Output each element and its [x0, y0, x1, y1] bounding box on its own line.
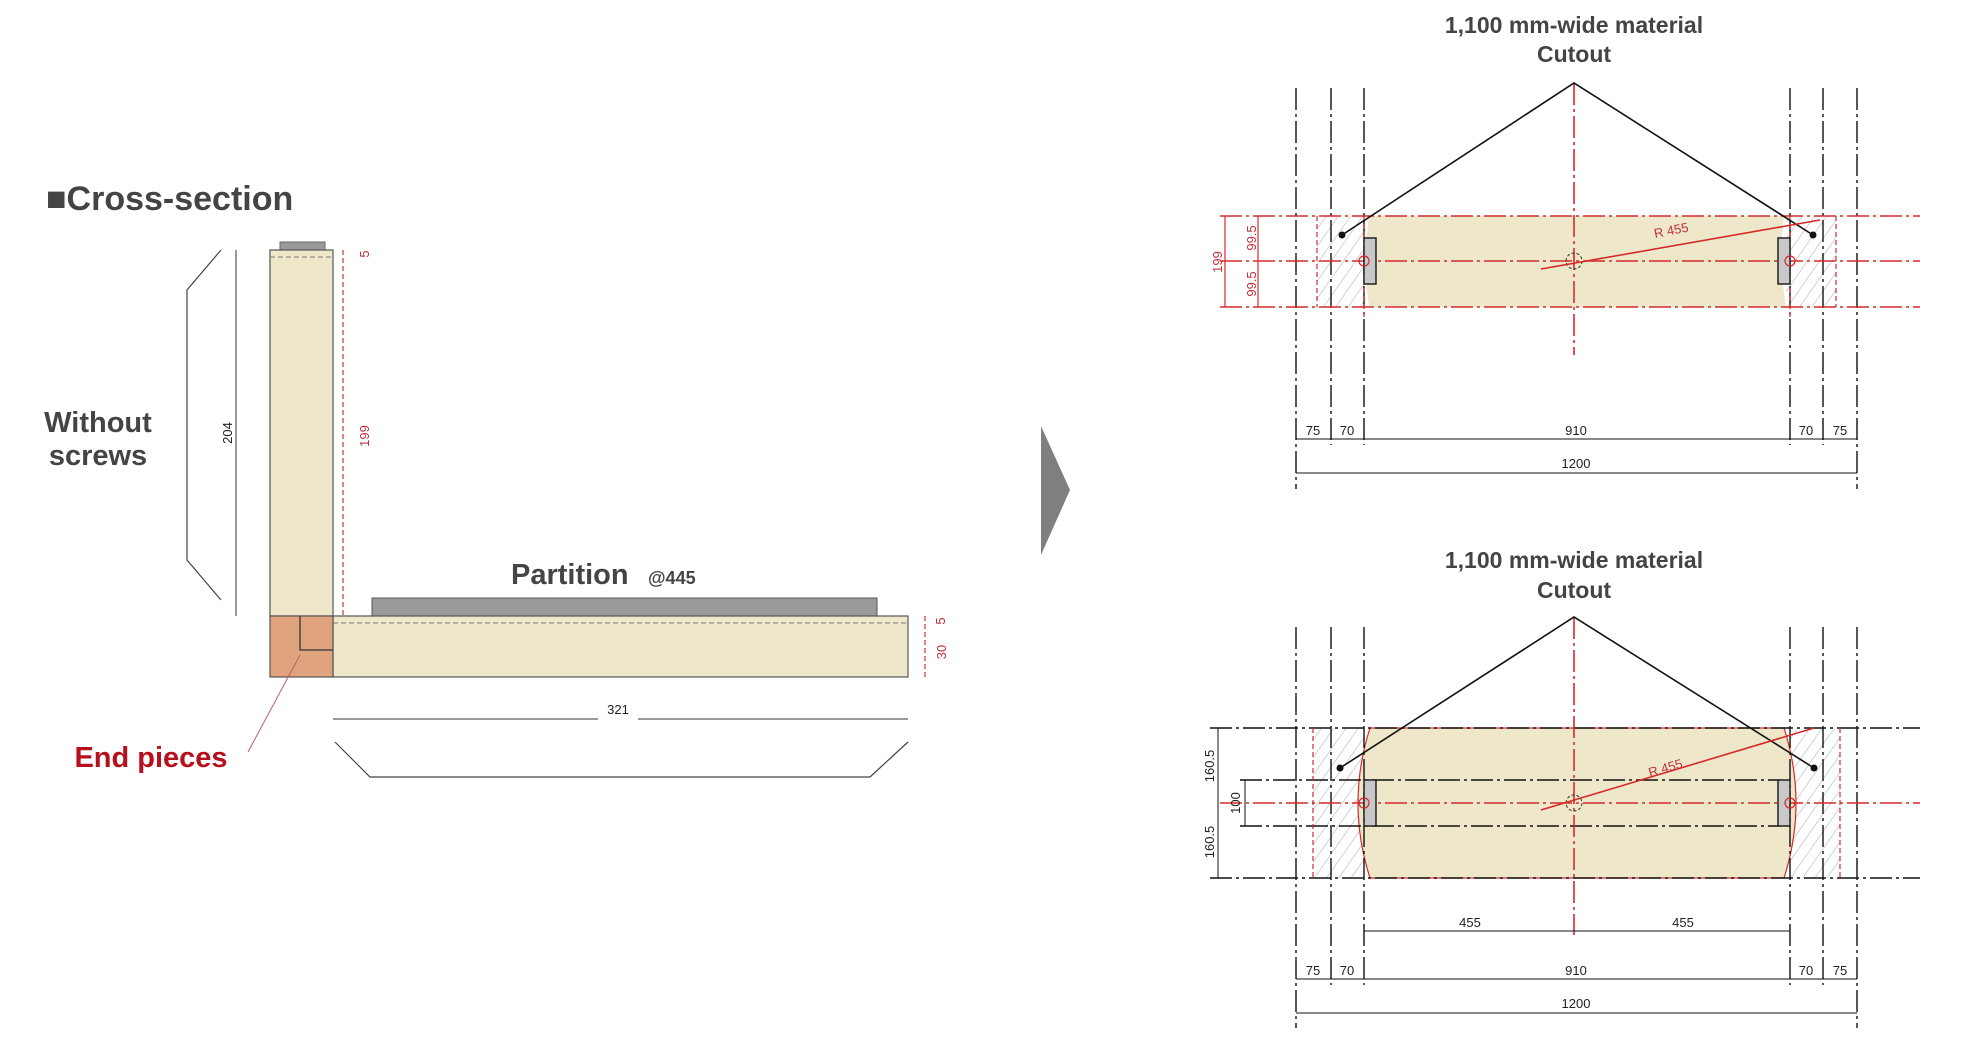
- width-bracket: [334, 741, 909, 778]
- dim-199: 199: [357, 425, 372, 447]
- dim-99-5-lower: 99.5: [1244, 271, 1259, 296]
- dim-100: 100: [1228, 792, 1243, 814]
- dim-204: 204: [220, 422, 235, 444]
- dim-75-right: 75: [1833, 963, 1847, 978]
- dim-75-left: 75: [1306, 423, 1320, 438]
- diagram-bottom-title-line2: Cutout: [1537, 577, 1611, 603]
- slot-left: [1363, 779, 1377, 827]
- cross-section-heading: ■Cross-section: [46, 180, 293, 218]
- slot-right: [1777, 237, 1791, 285]
- cutout-diagram-bottom: 1,100 mm-wide material Cutout R 455 160.…: [1202, 547, 1920, 1028]
- dim-910: 910: [1565, 963, 1587, 978]
- vertical-board: [269, 249, 334, 617]
- partition: [371, 597, 878, 617]
- dim-1200: 1200: [1562, 456, 1591, 471]
- slot-left: [1363, 237, 1377, 285]
- without-screws-line2: screws: [49, 440, 147, 472]
- end-pieces-leader: [247, 654, 301, 753]
- diagram-top-title-line1: 1,100 mm-wide material: [1445, 12, 1703, 38]
- cutout-diagram-top: 1,100 mm-wide material Cutout R 455 199: [1210, 12, 1920, 489]
- diagram-bottom-title-line1: 1,100 mm-wide material: [1445, 547, 1703, 573]
- dim-70-right: 70: [1799, 963, 1813, 978]
- horizontal-board: [332, 615, 909, 678]
- radius-line: [1540, 727, 1815, 811]
- end-piece: [269, 615, 334, 678]
- dim-455-right: 455: [1672, 915, 1694, 930]
- partition-label: Partition: [511, 559, 629, 591]
- cutout-board: [1365, 216, 1786, 307]
- dim-1200: 1200: [1562, 996, 1591, 1011]
- center-mark: [1358, 797, 1370, 809]
- dim-75-left: 75: [1306, 963, 1320, 978]
- leader-dot: [1810, 764, 1818, 772]
- radius-label: R 455: [1653, 220, 1690, 241]
- origin-mark: [1565, 794, 1583, 812]
- radius-line: [1540, 219, 1821, 270]
- cutout-leader-lines: [1339, 616, 1815, 769]
- dim-160-5-upper: 160.5: [1202, 750, 1217, 783]
- without-screws-bracket: [186, 249, 222, 601]
- dim-70-right: 70: [1799, 423, 1813, 438]
- center-mark: [1784, 797, 1796, 809]
- leader-dot: [1338, 231, 1346, 239]
- dim-321: 321: [607, 702, 629, 717]
- top-cap: [279, 241, 326, 251]
- cutout-leader-lines: [1341, 82, 1814, 236]
- dim-30: 30: [934, 645, 949, 659]
- slot-right: [1777, 779, 1791, 827]
- center-mark: [1784, 255, 1796, 267]
- chevron-right-icon: [1041, 426, 1070, 555]
- without-screws-line1: Without: [44, 407, 152, 439]
- dim-floor-5: 5: [933, 617, 948, 624]
- partition-spacing: @445: [648, 568, 696, 588]
- dim-199: 199: [1210, 251, 1225, 273]
- end-pieces-label: End pieces: [74, 742, 227, 774]
- dim-99-5-upper: 99.5: [1244, 225, 1259, 250]
- center-mark: [1358, 255, 1370, 267]
- dim-160-5-lower: 160.5: [1202, 826, 1217, 859]
- dim-70-left: 70: [1340, 423, 1354, 438]
- dim-75-right: 75: [1833, 423, 1847, 438]
- dim-70-left: 70: [1340, 963, 1354, 978]
- dim-line-100: [1244, 779, 1252, 827]
- leader-dot: [1336, 764, 1344, 772]
- dim-455-left: 455: [1459, 915, 1481, 930]
- cross-section: ■Cross-section 204 Without screws 199 5 …: [44, 180, 949, 778]
- leader-dot: [1809, 231, 1817, 239]
- dim-top-5: 5: [357, 250, 372, 257]
- end-piece-joint: [299, 616, 333, 651]
- dim-910: 910: [1565, 423, 1587, 438]
- diagram-top-title-line2: Cutout: [1537, 41, 1611, 67]
